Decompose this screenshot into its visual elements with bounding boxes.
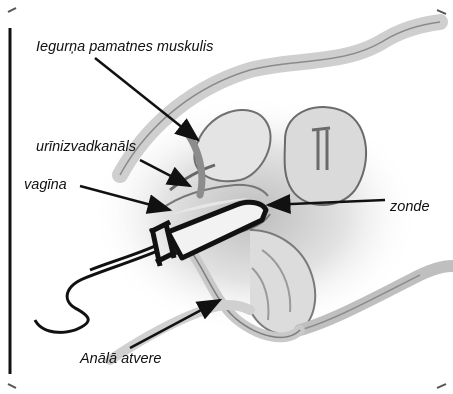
label-urethra: urīnizvadkanāls [36,140,136,155]
label-probe: zonde [390,200,430,215]
label-vagina: vagīna [24,178,67,193]
uterus [285,107,366,205]
label-anal-opening: Anālā atvere [80,352,161,367]
label-pelvic-floor-muscle: Iegurņa pamatnes muskulis [36,40,213,55]
